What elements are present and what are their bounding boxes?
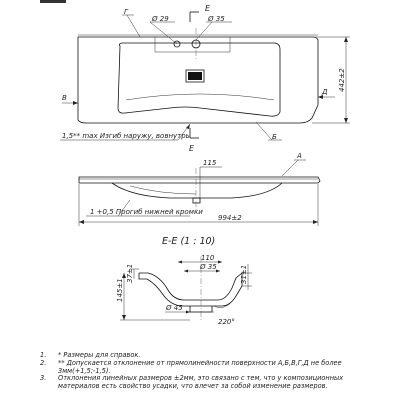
leader-b [255, 121, 273, 141]
note-text: Отклонения линейных размеров ±2мм, это с… [58, 374, 344, 391]
note-text: * Размеры для справок. [58, 351, 141, 359]
dim-220: 220° [218, 318, 235, 326]
bend-note-arrow [186, 124, 190, 129]
dim-110: 110 [201, 254, 215, 262]
note-number: 2. [40, 358, 47, 367]
side-bowl-profile [111, 182, 283, 199]
dim-145: 145±1 [116, 278, 124, 302]
dim-section-d35: Ø 35 [199, 263, 217, 271]
bend-note: 1,5** max Изгиб наружу, вовнутрь [62, 132, 190, 140]
section-profile-outer [138, 273, 243, 307]
note-item: 2. ** Допускается отклонение от прямолин… [40, 358, 396, 376]
dim-115: 115 [203, 159, 217, 167]
note-number: 1. [40, 351, 47, 359]
cropped-text-fragment [40, 0, 66, 3]
letter-g: Г [124, 8, 129, 16]
dim-hole-35: Ø 35 [207, 15, 225, 23]
dim-31: 31±1 [240, 265, 248, 284]
letter-v: В [62, 94, 67, 102]
overflow-slot [185, 69, 205, 83]
top-view: E Ø 29 Ø 35 Г В Д [60, 4, 350, 153]
section-letter-bottom: E [189, 144, 195, 153]
side-slab [78, 176, 321, 184]
arrow-depth-top [344, 37, 348, 42]
leader-d35 [195, 21, 213, 41]
leader-d29 [149, 21, 178, 45]
note-item: 3. Отклонения линейных размеров ±2мм, эт… [40, 375, 396, 391]
edge-note: 1 +0,5 Прогиб нижней кромки [90, 208, 203, 216]
side-drain-stub [192, 197, 201, 204]
section-profile-inner [139, 272, 243, 301]
dim-hole-29: Ø 29 [151, 15, 169, 23]
dim-37: 37±1 [126, 264, 134, 283]
letter-a: А [296, 152, 302, 160]
side-bowl-inner [129, 185, 197, 195]
dim-depth-442: 442±2 [338, 68, 346, 92]
dim-section-d45: Ø 45 [165, 304, 183, 312]
overflow-slot-fill [188, 72, 202, 80]
edge-note-leader [117, 199, 131, 217]
section-letter-top: E [205, 4, 211, 13]
tap-deck [154, 37, 231, 53]
section-view: E-E (1 : 10) 110 Ø 35 37±1 145±1 31±1 [116, 236, 252, 326]
basin-outline [117, 42, 281, 117]
note-item: 1. * Размеры для справок. [40, 351, 396, 360]
arrow-d35-left [184, 269, 188, 273]
angle-arc [213, 295, 237, 308]
arrow-width-right [313, 220, 318, 224]
letter-b: Б [272, 133, 277, 141]
note-text: ** Допускается отклонение от прямолинейн… [58, 358, 342, 375]
arrow-width-left [79, 220, 84, 224]
note-number: 3. [40, 374, 47, 383]
leader-a [281, 159, 299, 177]
leader-g [126, 14, 141, 38]
arrow-d [318, 95, 323, 99]
arrow-depth-bottom [344, 118, 348, 123]
arrow-145-bottom [122, 315, 126, 320]
sink-outline-top [77, 36, 319, 124]
arrow-110-right [218, 260, 222, 264]
arrow-d35-right [216, 269, 220, 273]
side-view: 115 А 1 +0,5 Прогиб нижней кромки 994±2 [78, 152, 321, 226]
arrow-d45 [186, 310, 190, 314]
letter-d: Д [321, 88, 328, 96]
arrow-v [73, 101, 78, 105]
notes-list: 1. * Размеры для справок. 2. ** Допускае… [40, 351, 396, 391]
arrow-145-top [122, 273, 126, 278]
arrow-110-left [178, 260, 182, 264]
basin-curve-line [125, 93, 275, 101]
dim-width-994: 994±2 [218, 214, 242, 222]
section-title: E-E (1 : 10) [162, 236, 215, 247]
hole-29 [173, 40, 181, 48]
